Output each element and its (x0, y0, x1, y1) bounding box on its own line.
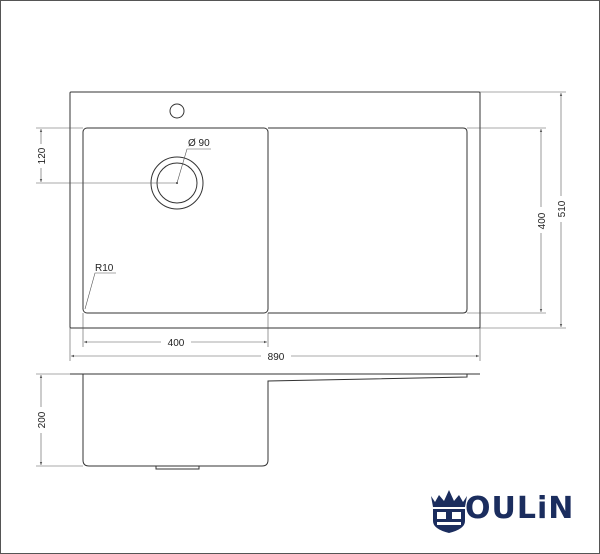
radius-label: R10 (95, 263, 114, 274)
sink-outline (69, 91, 481, 329)
bowl-height-label: 200 (37, 411, 48, 428)
radius-leader (84, 272, 116, 310)
brand-logo: OULiN (465, 491, 575, 526)
drainboard-outline (268, 127, 468, 314)
tap-hole (169, 103, 185, 119)
drain-offset-label: 120 (37, 147, 48, 164)
logo-crest-icon (431, 490, 467, 533)
drain-offset-extension (36, 127, 177, 184)
bowl-width-extension (82, 313, 269, 347)
bowl-width-label: 400 (168, 338, 185, 349)
side-drain (155, 466, 200, 470)
overall-depth-label: 510 (557, 200, 568, 217)
drain-leader (176, 148, 211, 184)
overall-width-extension (69, 328, 481, 361)
bowl-length-label: 400 (537, 212, 548, 229)
bowl-height-extension (36, 373, 83, 467)
bowl-outline (82, 127, 269, 314)
overall-depth-extension (480, 91, 566, 329)
overall-width-label: 890 (268, 352, 285, 363)
side-bowl-profile (82, 374, 468, 467)
drain-diameter-label: Ø 90 (188, 138, 210, 149)
bowl-length-extension (467, 127, 546, 314)
